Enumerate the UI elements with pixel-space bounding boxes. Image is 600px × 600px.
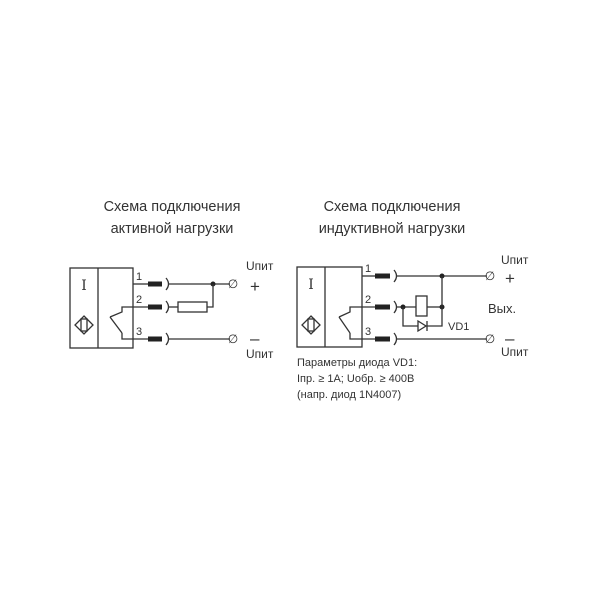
sensor-symbol: I (308, 277, 314, 293)
minus-label: Uпит (501, 345, 529, 359)
inductive-sensor-icon (301, 315, 321, 335)
plus-label: Uпит (246, 259, 274, 273)
pin-1-label: 1 (365, 263, 371, 275)
sensor-symbol: I (81, 278, 87, 294)
diode-label: VD1 (448, 321, 469, 333)
pin-3-label: 3 (136, 326, 142, 338)
diode-params-line2: Iпр. ≥ 1А; Uобр. ≥ 400В (297, 373, 414, 385)
left-title-line1: Схема подключения (104, 199, 241, 215)
right-title-line2: индуктивной нагрузки (319, 221, 466, 237)
pin-1-label: 1 (136, 271, 142, 283)
pin-3-label: 3 (365, 326, 371, 338)
plus-sign: + (505, 269, 515, 288)
switch-icon (109, 306, 148, 318)
inductive-sensor-icon (74, 315, 94, 335)
active-load-diagram: Схема подключения активной нагрузки I 1 … (69, 199, 274, 361)
diode-icon (417, 319, 428, 333)
terminal-plus: ∅ (228, 277, 238, 291)
terminal-minus: ∅ (228, 332, 238, 346)
pin-2-label: 2 (365, 294, 371, 306)
switch-icon (338, 306, 375, 318)
diode-params-line1: Параметры диода VD1: (297, 357, 417, 369)
minus-label: Uпит (246, 347, 274, 361)
right-title-line1: Схема подключения (324, 199, 461, 215)
terminal-plus: ∅ (485, 269, 495, 283)
minus-sign: – (505, 329, 515, 348)
inductive-load-diagram: Схема подключения индуктивной нагрузки I… (296, 199, 529, 401)
sensor-body (69, 267, 134, 349)
diode-params-line3: (напр. диод 1N4007) (297, 389, 401, 401)
output-label: Вых. (488, 301, 516, 316)
resistor-icon (177, 301, 208, 313)
plus-label: Uпит (501, 253, 529, 267)
relay-coil-icon (415, 295, 428, 317)
terminal-minus: ∅ (485, 332, 495, 346)
minus-sign: – (250, 329, 260, 348)
plus-sign: + (250, 277, 260, 296)
left-title-line2: активной нагрузки (111, 221, 234, 237)
pin-2-label: 2 (136, 294, 142, 306)
